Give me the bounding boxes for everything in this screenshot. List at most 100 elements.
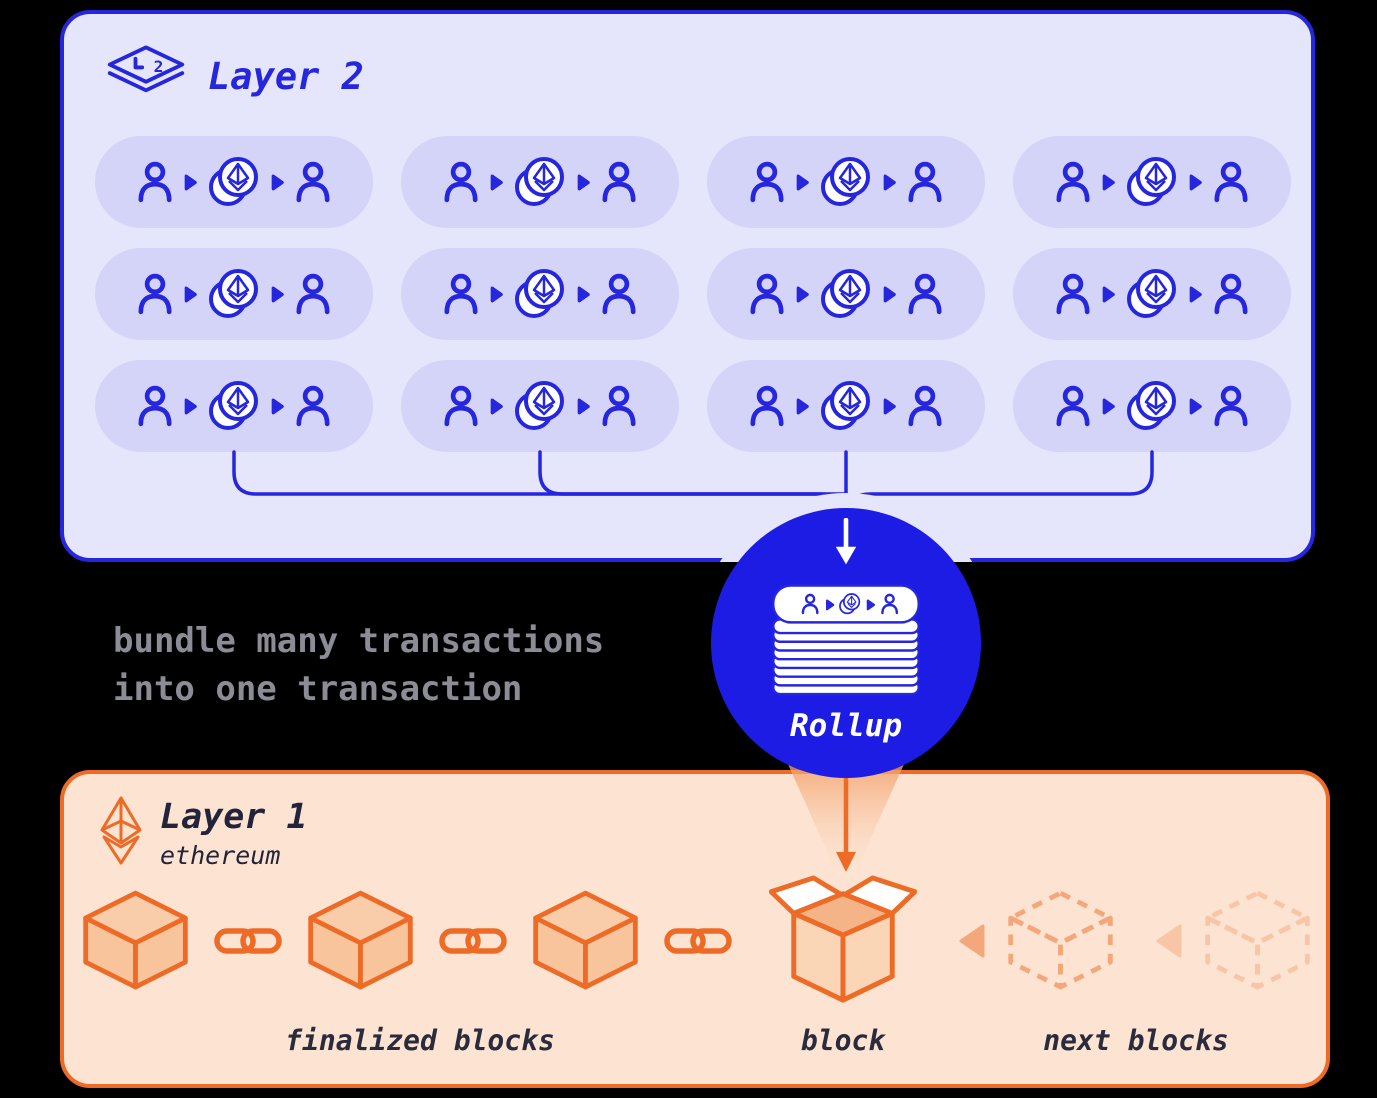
transaction-pill	[707, 248, 985, 340]
receiver-person-icon	[1212, 161, 1250, 203]
receiver-person-icon	[294, 385, 332, 427]
layer1-title: Layer 1	[160, 797, 308, 837]
arrow-right-icon	[490, 286, 503, 303]
receiver-person-icon	[1212, 273, 1250, 315]
next-block	[959, 889, 1118, 993]
eth-coin-icon	[819, 379, 873, 433]
transaction-pill	[1013, 360, 1291, 452]
arrow-right-icon	[1102, 174, 1115, 191]
transaction-pill	[401, 360, 679, 452]
transaction-pill	[707, 360, 985, 452]
chain-link-icon	[663, 921, 733, 961]
next-blocks-label: next blocks	[1043, 1024, 1229, 1057]
receiver-person-icon	[600, 385, 638, 427]
transaction-pill	[401, 248, 679, 340]
finalized-blocks-label: finalized blocks	[285, 1024, 555, 1057]
sender-person-icon	[1054, 385, 1092, 427]
transaction-pill	[401, 136, 679, 228]
transaction-pill	[95, 136, 373, 228]
transaction-pill	[1013, 248, 1291, 340]
sender-person-icon	[748, 161, 786, 203]
layer2-title: Layer 2	[208, 54, 364, 98]
transaction-pill	[707, 136, 985, 228]
arrow-right-icon	[184, 174, 197, 191]
caption-line-1: bundle many transactions	[113, 621, 605, 661]
finalized-block	[303, 889, 418, 993]
receiver-person-icon	[600, 161, 638, 203]
sender-person-icon	[442, 161, 480, 203]
ethereum-logo-icon	[98, 795, 144, 867]
next-block	[1156, 889, 1315, 993]
arrow-right-icon	[490, 174, 503, 191]
arrow-right-icon	[577, 174, 590, 191]
arrow-right-icon	[796, 174, 809, 191]
arrow-right-icon	[271, 286, 284, 303]
sender-person-icon	[136, 273, 174, 315]
arrow-right-icon	[1102, 286, 1115, 303]
receiver-person-icon	[600, 273, 638, 315]
sender-person-icon	[136, 385, 174, 427]
layer2-header: Layer 2	[104, 44, 364, 108]
sender-person-icon	[442, 385, 480, 427]
arrow-right-icon	[184, 286, 197, 303]
transaction-pill	[95, 360, 373, 452]
arrow-left-icon	[1156, 924, 1182, 958]
receiver-person-icon	[294, 161, 332, 203]
transaction-pill	[95, 248, 373, 340]
transaction-grid	[95, 136, 1291, 452]
future-block-dashed-icon	[1003, 889, 1118, 993]
sender-person-icon	[1054, 273, 1092, 315]
eth-coin-icon	[819, 155, 873, 209]
current-block	[769, 874, 917, 1007]
arrow-right-icon	[796, 286, 809, 303]
sender-person-icon	[1054, 161, 1092, 203]
block-label: block	[800, 1024, 886, 1057]
receiver-person-icon	[906, 273, 944, 315]
eth-coin-icon	[1125, 267, 1179, 321]
sender-person-icon	[748, 385, 786, 427]
chain-link-icon	[438, 921, 508, 961]
eth-coin-icon	[207, 267, 261, 321]
arrow-right-icon	[577, 286, 590, 303]
stacked-transactions-icon	[761, 570, 931, 698]
eth-coin-icon	[207, 379, 261, 433]
layer1-header: Layer 1 ethereum	[98, 795, 308, 870]
arrow-right-icon	[184, 398, 197, 415]
caption: bundle many transactions into one transa…	[113, 618, 604, 713]
sender-person-icon	[136, 161, 174, 203]
future-block-dashed-icon	[1200, 889, 1315, 993]
arrow-right-icon	[490, 398, 503, 415]
eth-coin-icon	[513, 379, 567, 433]
eth-coin-icon	[1125, 155, 1179, 209]
rollup-circle: Rollup	[711, 508, 981, 778]
receiver-person-icon	[294, 273, 332, 315]
eth-coin-icon	[819, 267, 873, 321]
rollup-label: Rollup	[790, 708, 902, 744]
receiver-person-icon	[906, 161, 944, 203]
arrow-right-icon	[577, 398, 590, 415]
eth-coin-icon	[513, 155, 567, 209]
arrow-right-icon	[271, 398, 284, 415]
eth-coin-icon	[207, 155, 261, 209]
receiver-person-icon	[906, 385, 944, 427]
chain-link-icon	[213, 921, 283, 961]
block-chain-row	[78, 874, 1315, 1007]
eth-coin-icon	[513, 267, 567, 321]
down-arrow-icon	[835, 518, 857, 565]
sender-person-icon	[442, 273, 480, 315]
transaction-pill	[1013, 136, 1291, 228]
eth-coin-icon	[1125, 379, 1179, 433]
caption-line-2: into one transaction	[113, 668, 523, 709]
arrow-right-icon	[271, 174, 284, 191]
layer-2-icon	[104, 44, 188, 108]
arrow-right-icon	[796, 398, 809, 415]
arrow-right-icon	[883, 398, 896, 415]
finalized-block	[78, 889, 193, 993]
arrow-right-icon	[883, 286, 896, 303]
arrow-right-icon	[1189, 174, 1202, 191]
arrow-left-icon	[959, 924, 985, 958]
arrow-right-icon	[1189, 286, 1202, 303]
receiver-person-icon	[1212, 385, 1250, 427]
arrow-right-icon	[1102, 398, 1115, 415]
